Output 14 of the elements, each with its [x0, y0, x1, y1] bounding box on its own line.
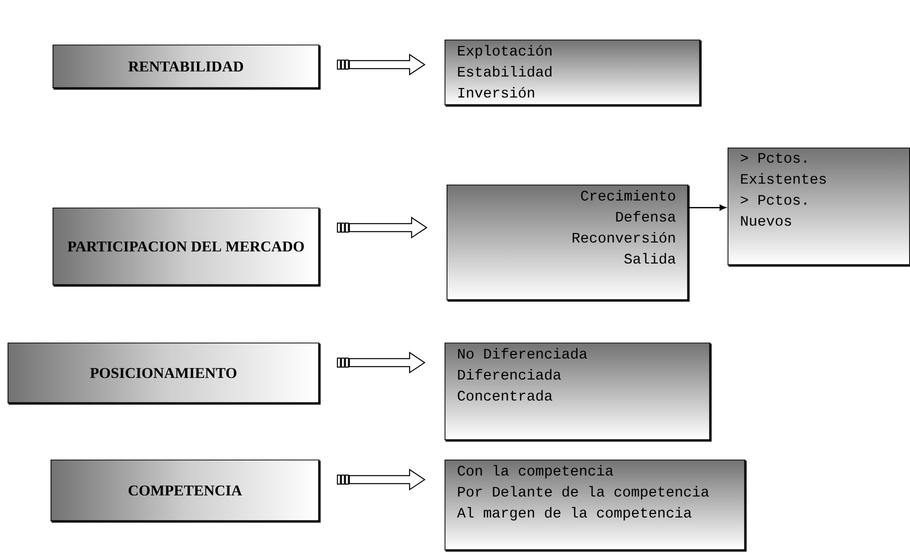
block-arrow [336, 54, 426, 76]
category-box: COMPETENCIA [50, 460, 321, 523]
block-arrow [336, 468, 426, 491]
block-arrow [336, 216, 428, 239]
option-box: Con la competencia Por Delante de la competencia Al margen de la competencia [444, 460, 747, 552]
option-box: Explotación Estabilidad Inversión [444, 40, 702, 107]
option-box: No Diferenciada Diferenciada Concentrada [444, 342, 712, 442]
category-box: POSICIONAMIENTO [8, 342, 321, 405]
block-arrow [336, 352, 426, 374]
arrow [720, 204, 726, 211]
option-box: Crecimiento Defensa Reconversión Salida [446, 184, 690, 302]
category-box: RENTABILIDAD [52, 44, 321, 90]
option-box: > Pctos. Existentes > Pctos. Nuevos [728, 148, 910, 267]
category-box: PARTICIPACION DEL MERCADO [52, 208, 321, 287]
